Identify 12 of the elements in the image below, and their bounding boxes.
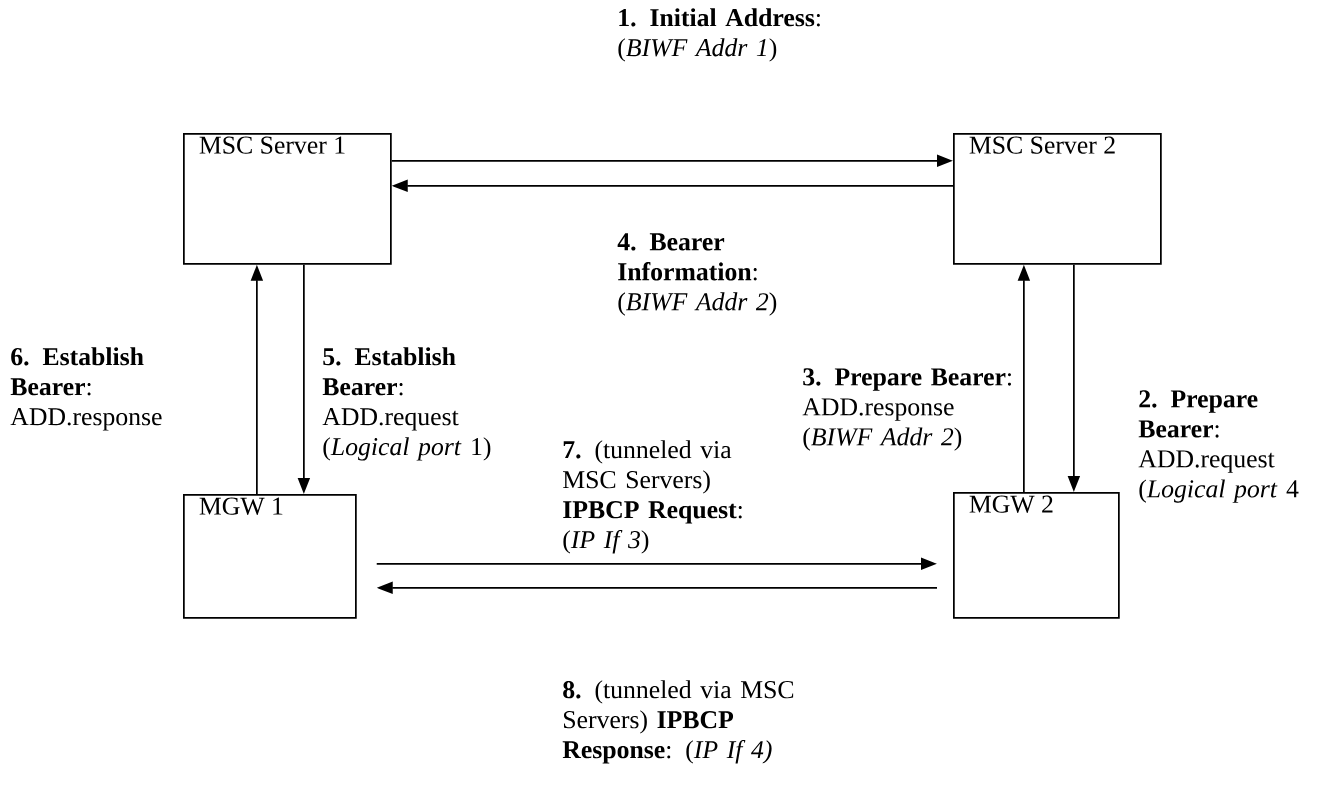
edge-label: 5. Establish Bearer: ADD.request (Logical port 1) [322,347,491,461]
process-box: MGW 2 [953,492,1120,619]
process-box: MSC Server 1 [183,133,392,265]
process-box: MGW 1 [183,494,357,619]
edge-label: 2. Prepare Bearer: ADD.request (Logical port 4 [1138,390,1299,503]
edge-label: 7. (tunneled via MSC Servers) IPBCP Request: (IP If 3) [563,440,742,554]
edge-label: 1. Initial Address: (BIWF Addr 1) [618,8,820,62]
edge-label: 8. (tunneled via MSC Servers) IPBCP Response: (IP If 4) [562,680,794,764]
edge-label: 6. Establish Bearer: ADD.response [10,347,162,431]
edge-label: 4. Bearer Information: (BIWF Addr 2) [617,233,777,316]
edge-label: 3. Prepare Bearer: ADD.response (BIWF Addr 2) [802,368,1011,451]
process-box: MSC Server 2 [953,133,1162,265]
